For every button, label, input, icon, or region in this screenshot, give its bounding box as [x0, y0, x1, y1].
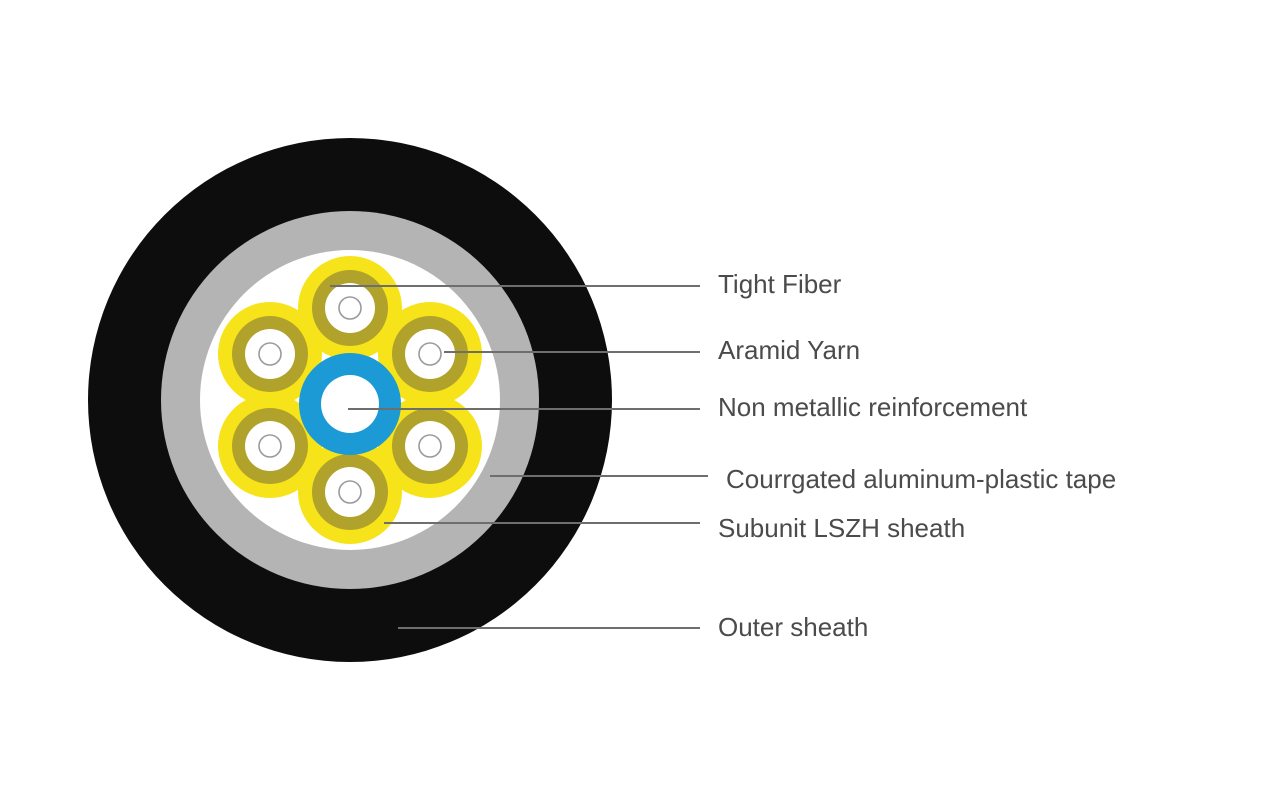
- label-subunit-lszh-sheath: Subunit LSZH sheath: [718, 513, 965, 543]
- subunit: [218, 302, 322, 406]
- tight-fiber: [418, 434, 442, 458]
- subunit-interior: [245, 421, 295, 471]
- subunit: [378, 394, 482, 498]
- tight-fiber: [258, 342, 282, 366]
- subunit-interior: [405, 421, 455, 471]
- central-member-hole: [321, 375, 379, 433]
- cable-assembly: [88, 138, 612, 662]
- tight-fiber: [338, 296, 362, 320]
- tight-fiber: [338, 480, 362, 504]
- label-non-metallic-reinforcement: Non metallic reinforcement: [718, 392, 1028, 422]
- label-tight-fiber: Tight Fiber: [718, 269, 842, 299]
- subunit-interior: [405, 329, 455, 379]
- tight-fiber: [258, 434, 282, 458]
- label-outer-sheath: Outer sheath: [718, 612, 868, 642]
- subunit: [298, 440, 402, 544]
- label-corrugated-aluminum-plastic-tape: Courrgated aluminum-plastic tape: [726, 464, 1116, 494]
- subunit: [378, 302, 482, 406]
- subunit-interior: [325, 283, 375, 333]
- subunit: [298, 256, 402, 360]
- subunit-interior: [245, 329, 295, 379]
- label-aramid-yarn: Aramid Yarn: [718, 335, 860, 365]
- subunit-interior: [325, 467, 375, 517]
- subunit-group: [218, 256, 482, 544]
- tight-fiber: [418, 342, 442, 366]
- non-metallic-reinforcement: [299, 353, 401, 455]
- subunit: [218, 394, 322, 498]
